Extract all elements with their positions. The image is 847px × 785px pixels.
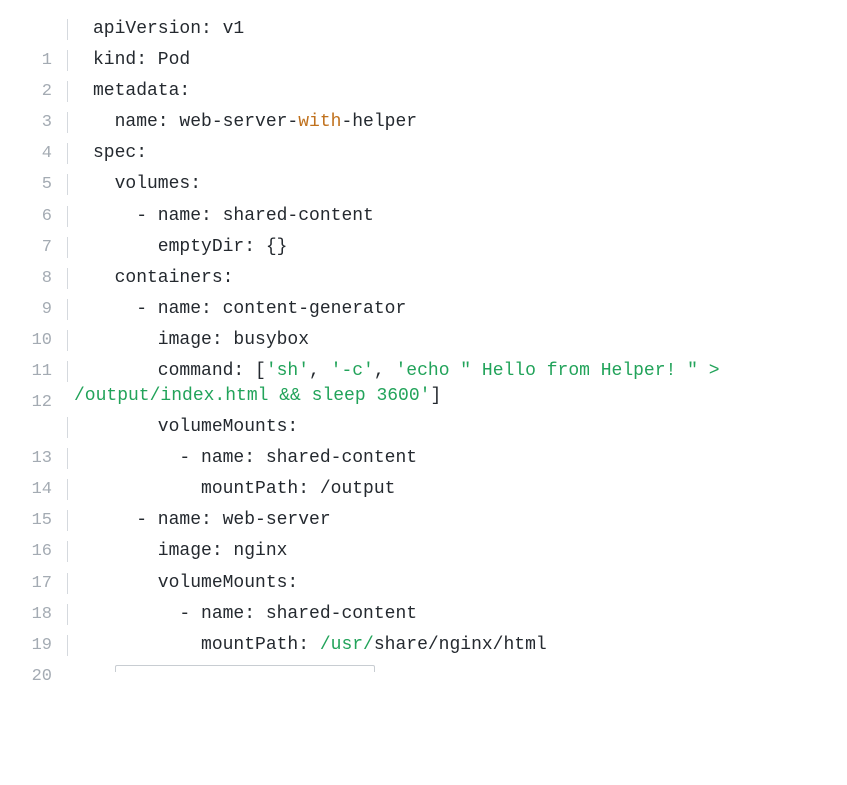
line-number: 2 <box>41 82 52 102</box>
code-text: volumes: <box>93 174 202 195</box>
line-number: 17 <box>31 573 52 593</box>
code-line: 9 containers: <box>0 263 847 319</box>
code-line: 8 emptyDir: {} <box>0 232 847 288</box>
cut-off-bottom-row <box>0 664 847 672</box>
line-number: 4 <box>41 144 52 164</box>
code-line: 10 - name: content-generator <box>0 294 847 350</box>
code-segment: , <box>373 361 396 382</box>
code-line: 6 volumes: <box>0 169 847 226</box>
code-segment: mountPath: <box>93 634 320 655</box>
code-segment: share/nginx/html <box>373 634 547 655</box>
code-line: 15 mountPath: /output <box>0 474 847 530</box>
line-number: 12 <box>31 393 52 413</box>
code-line: 2 kind: Pod <box>0 45 847 101</box>
line-number: 11 <box>31 362 52 382</box>
code-text: - name: web-server <box>93 510 331 531</box>
gutter-divider <box>67 572 68 594</box>
code-segment: ] <box>430 386 442 407</box>
gutter-divider <box>67 479 68 501</box>
line-number: 10 <box>31 330 52 350</box>
gutter-divider <box>67 634 68 656</box>
string-token: /usr/ <box>319 634 374 655</box>
gutter-divider <box>67 143 68 165</box>
code-text: metadata: <box>93 81 191 102</box>
gutter-divider <box>67 417 68 439</box>
line-number: 14 <box>31 480 52 500</box>
code-segment: name: web-server- <box>93 112 299 133</box>
gutter-divider <box>67 603 68 625</box>
line-number: 15 <box>31 511 52 531</box>
code-line: 3 metadata: <box>0 76 847 132</box>
code-segment: -helper <box>341 112 418 133</box>
string-token: 'sh' <box>265 361 310 382</box>
line-number: 3 <box>41 113 52 133</box>
gutter-divider <box>67 236 68 258</box>
code-line: 7 - name: shared-content <box>0 201 847 257</box>
gutter-divider <box>67 205 68 227</box>
code-line: 14 - name: shared-content <box>0 443 847 499</box>
code-segment: command: [ <box>93 361 266 382</box>
code-line: 13 volumeMounts: <box>0 412 847 468</box>
code-text: kind: Pod <box>93 50 191 71</box>
string-token: /output/index.html && sleep 3600' <box>74 386 431 407</box>
line-number: 5 <box>41 175 52 195</box>
line-number: 8 <box>41 268 52 288</box>
keyword-token: with <box>298 112 342 133</box>
gutter-divider <box>67 510 68 532</box>
code-text: - name: shared-content <box>93 448 418 469</box>
code-text: spec: <box>93 143 148 164</box>
string-token: '-c' <box>330 361 374 382</box>
code-text: - name: shared-content <box>93 603 418 624</box>
line-number: 1 <box>41 51 52 71</box>
gutter-divider <box>67 329 68 351</box>
code-line: 17 image: nginx <box>0 536 847 593</box>
code-text: - name: content-generator <box>93 298 407 319</box>
gutter-divider <box>67 19 68 40</box>
string-token: 'echo " Hello from Helper! " > <box>395 361 720 382</box>
gutter-divider <box>67 267 68 289</box>
code-line: 11 image: busybox <box>0 325 847 381</box>
gutter-divider <box>67 174 68 196</box>
line-number: 16 <box>31 542 52 562</box>
line-number: 6 <box>41 206 52 226</box>
code-text: apiVersion: v1 <box>93 19 245 39</box>
gutter-divider <box>67 541 68 563</box>
code-text: name: web-server-with-helper <box>93 107 417 138</box>
code-text: containers: <box>93 267 234 288</box>
code-line: 1 apiVersion: v1 <box>0 14 847 70</box>
line-number: 13 <box>31 449 52 469</box>
code-text: command: ['sh', '-c', 'echo " Hello from… <box>93 356 720 387</box>
code-text: mountPath: /usr/share/nginx/html <box>93 630 547 661</box>
gutter-divider <box>67 298 68 320</box>
wrapped-continuation: /output/index.html && sleep 3600'] <box>74 381 441 412</box>
line-number: 18 <box>31 604 52 624</box>
code-line: 19 - name: shared-content <box>0 599 847 655</box>
partial-input-box[interactable] <box>115 665 375 672</box>
gutter-divider <box>67 448 68 470</box>
code-line: 20 mountPath: /usr/share/nginx/html <box>0 630 847 686</box>
code-text: image: busybox <box>93 329 310 350</box>
line-number: 19 <box>31 635 52 655</box>
gutter-divider <box>67 112 68 134</box>
code-segment: , <box>309 361 331 382</box>
code-text: emptyDir: {} <box>93 236 288 257</box>
gutter-divider <box>67 50 68 72</box>
code-line: 16 - name: web-server <box>0 505 847 561</box>
line-number: 7 <box>41 237 52 257</box>
code-line: 12 command: ['sh', '-c', 'echo " Hello f… <box>0 356 847 412</box>
code-line: 4 name: web-server-with-helper <box>0 107 847 163</box>
code-block: 1 apiVersion: v1 2 kind: Pod 3 metadata:… <box>0 14 847 686</box>
code-text: image: nginx <box>93 541 288 562</box>
code-text: mountPath: /output <box>93 479 396 500</box>
code-text: volumeMounts: <box>93 417 299 438</box>
code-text: volumeMounts: <box>93 572 299 593</box>
line-number: 9 <box>41 299 52 319</box>
code-line: 18 volumeMounts: <box>0 568 847 624</box>
gutter-divider <box>67 81 68 103</box>
code-text: - name: shared-content <box>93 205 374 226</box>
code-line: 5 spec: <box>0 138 847 194</box>
gutter-divider <box>67 361 68 383</box>
